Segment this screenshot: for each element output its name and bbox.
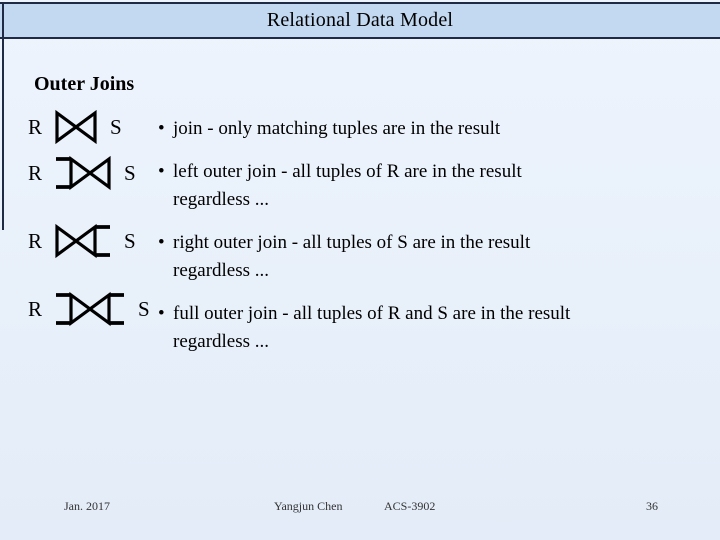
operand-r-label: R — [28, 228, 43, 253]
right-outer-join-icon — [55, 223, 111, 259]
operand-r-label: R — [28, 114, 43, 139]
bullet-text: full outer join - all tuples of R and S … — [173, 303, 571, 324]
section-title: Outer Joins — [34, 73, 135, 95]
operand-r-label: R — [28, 160, 43, 185]
operand-s-label: S — [110, 114, 122, 139]
join-row: R S — [28, 155, 136, 191]
natural-join-icon — [55, 109, 97, 145]
slide-title: Relational Data Model — [266, 9, 454, 31]
slide-title-bar: Relational Data Model — [0, 2, 720, 39]
bullet-text: right outer join - all tuples of S are i… — [173, 232, 531, 253]
footer-page-number: 36 — [646, 499, 658, 513]
bullet-marker: • — [158, 161, 165, 182]
footer-author: Yangjun Chen — [274, 499, 343, 513]
operand-s-label: S — [138, 296, 150, 321]
bullet-marker: • — [158, 303, 165, 324]
operand-s-label: S — [124, 160, 136, 185]
footer-date: Jan. 2017 — [64, 499, 110, 513]
bullet-text: join - only matching tuples are in the r… — [173, 118, 501, 139]
operand-r-label: R — [28, 296, 43, 321]
join-row: R S — [28, 109, 122, 145]
bullet-marker: • — [158, 118, 165, 139]
operand-s-label: S — [124, 228, 136, 253]
bullet-text: left outer join - all tuples of R are in… — [173, 161, 522, 182]
bullet-item: • right outer join - all tuples of S are … — [158, 229, 710, 285]
bullet-text-continued: regardless ... — [173, 331, 270, 352]
bullet-text-continued: regardless ... — [173, 189, 270, 210]
join-row: R S — [28, 223, 136, 259]
join-row: R S — [28, 291, 150, 327]
left-edge-rule — [2, 2, 4, 230]
full-outer-join-icon — [56, 291, 125, 327]
left-outer-join-icon — [56, 155, 111, 191]
bullet-marker: • — [158, 232, 165, 253]
bullet-item: • full outer join - all tuples of R and S… — [158, 300, 710, 356]
bullet-text-continued: regardless ... — [173, 260, 270, 281]
bullet-item: • join - only matching tuples are in the … — [158, 115, 710, 143]
bullet-item: • left outer join - all tuples of R are i… — [158, 158, 710, 214]
footer-course: ACS-3902 — [384, 499, 436, 513]
